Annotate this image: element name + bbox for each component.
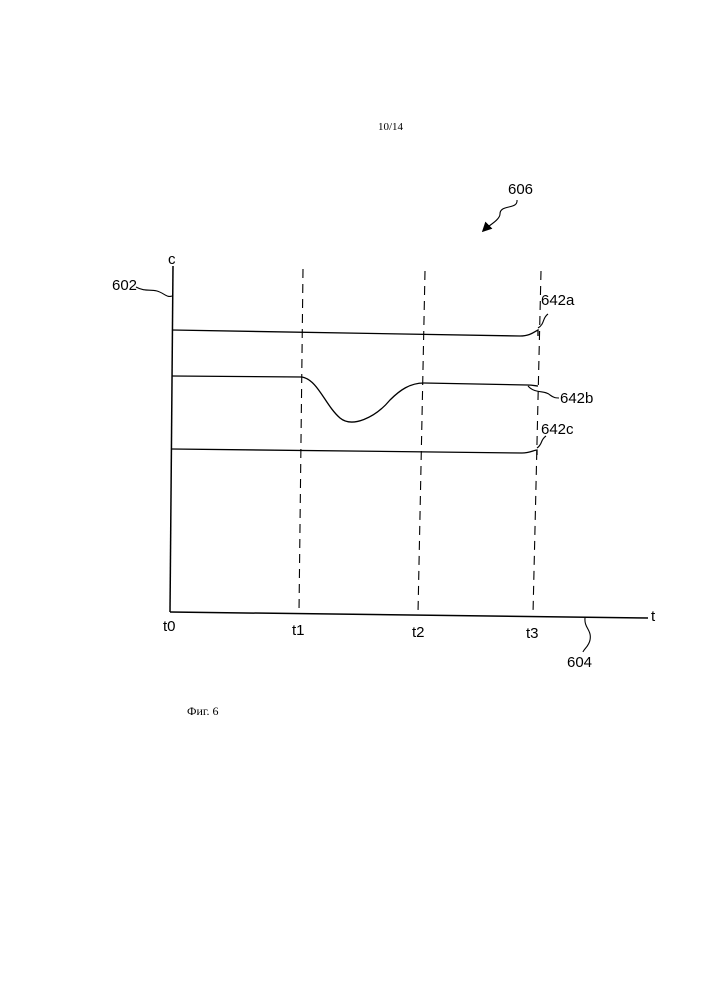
tick-label-t0: t0 [163, 618, 176, 635]
y-axis-ref-leader [136, 287, 172, 296]
figure-ref-arrow [484, 200, 517, 230]
y-axis [170, 266, 173, 612]
x-axis-ref-leader [583, 618, 590, 652]
x-axis-ref-label: 604 [567, 654, 592, 671]
curve-642c-label: 642c [541, 421, 574, 438]
tick-label-t1: t1 [292, 622, 305, 639]
t3-marker-line [533, 271, 541, 614]
curve-642a-label: 642a [541, 292, 575, 309]
curve-642b-label: 642b [560, 390, 593, 407]
curve-642b-leader [528, 386, 559, 398]
curve-642a [172, 330, 538, 336]
x-axis [170, 612, 648, 618]
y-axis-ref-label: 602 [112, 277, 137, 294]
curve-642c [172, 449, 537, 455]
t2-marker-line [418, 271, 425, 613]
curve-642b [172, 376, 538, 422]
figure-ref-label: 606 [508, 181, 533, 198]
tick-label-t3: t3 [526, 625, 539, 642]
y-axis-label: c [168, 251, 176, 268]
x-axis-label: t [651, 608, 656, 625]
tick-label-t2: t2 [412, 624, 425, 641]
t1-marker-line [299, 269, 303, 612]
figure-caption: Фиг. 6 [187, 704, 218, 719]
